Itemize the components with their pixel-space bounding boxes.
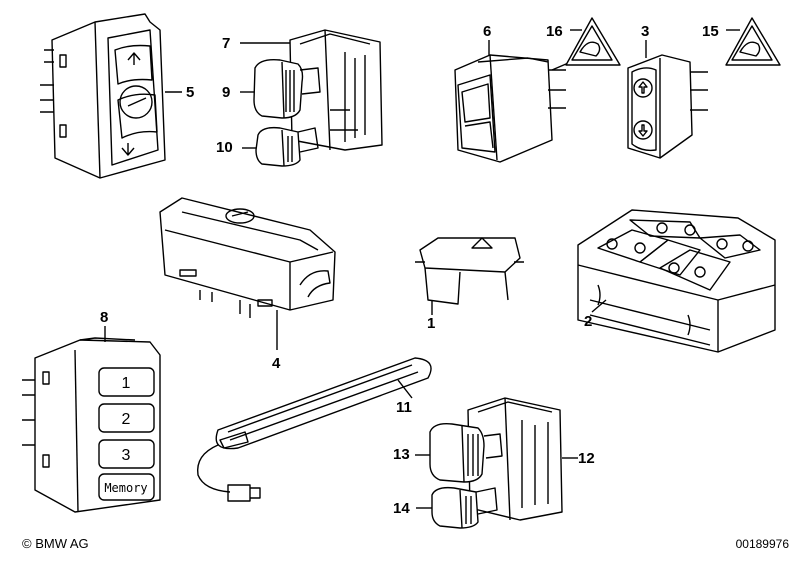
part-6-rocker-switch <box>454 40 581 163</box>
part-2-switch-block <box>577 209 776 353</box>
part-14-small-button <box>416 486 498 529</box>
part-12-switch-housing <box>467 397 578 521</box>
callout-3: 3 <box>641 23 650 40</box>
part-11-seat-sensor-mat <box>196 357 432 502</box>
callout-12: 12 <box>578 450 595 467</box>
diagram-id: 00189976 <box>735 537 789 551</box>
part-4-seat-switch <box>159 197 336 350</box>
callout-15: 15 <box>702 23 719 40</box>
callout-11: 11 <box>396 399 412 416</box>
callout-1: 1 <box>427 315 436 332</box>
memory-button-3-label: 3 <box>122 447 131 464</box>
part-7-switch-housing <box>240 29 383 151</box>
memory-button-2-label: 2 <box>122 411 131 428</box>
callout-14: 14 <box>393 500 410 517</box>
part-13-large-button <box>415 422 503 483</box>
callout-8: 8 <box>100 309 109 326</box>
part-3-window-switch <box>627 40 708 159</box>
part-9-large-button <box>240 58 321 119</box>
memory-button-memory-label: Memory <box>104 481 147 495</box>
callout-6: 6 <box>483 23 492 40</box>
footer-brand: © BMW AG <box>22 536 89 551</box>
part-16-child-lock-symbol <box>565 17 621 66</box>
memory-button-1-label: 1 <box>122 375 131 392</box>
callout-10: 10 <box>216 139 233 156</box>
callout-5: 5 <box>186 84 195 101</box>
part-10-small-button <box>242 126 319 167</box>
part-15-child-lock-symbol <box>725 17 781 66</box>
part-8-memory-switch <box>22 326 161 513</box>
brand-label: BMW AG <box>35 536 89 551</box>
callout-13: 13 <box>393 446 410 463</box>
part-5-window-switch <box>40 13 182 179</box>
part-1-hazard-switch <box>415 237 524 315</box>
callout-16: 16 <box>546 23 563 40</box>
copyright-icon: © <box>22 536 32 551</box>
callout-9: 9 <box>222 84 231 101</box>
callout-4: 4 <box>272 355 281 372</box>
callout-7: 7 <box>222 35 231 52</box>
callout-2: 2 <box>584 313 593 330</box>
